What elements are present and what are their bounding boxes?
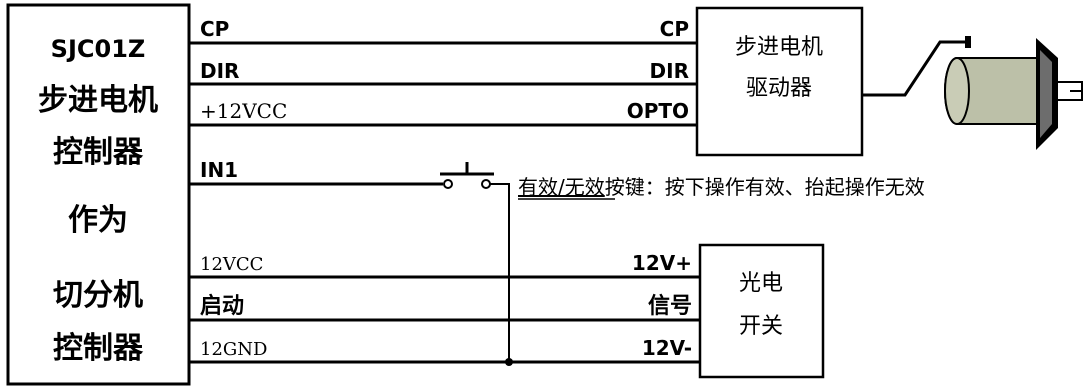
- controller-line3: 作为: [68, 203, 128, 238]
- controller-line4: 切分机: [53, 278, 143, 313]
- push-button-switch: [440, 162, 494, 189]
- controller-line5: 控制器: [53, 331, 144, 366]
- stepper-motor-icon: [944, 36, 1083, 150]
- sensor-box: [698, 243, 825, 379]
- label-in1: IN1: [200, 158, 238, 182]
- label-12vplus: 12V+: [632, 251, 692, 275]
- controller-model: SJC01Z: [51, 35, 146, 63]
- label-12vcc-left: +12VCC: [200, 99, 287, 123]
- button-note-rest: 按键：按下操作有效、抬起操作无效: [605, 175, 925, 199]
- label-dir-driver: DIR: [650, 59, 689, 83]
- label-12vcc-sensor: 12VCC: [200, 254, 263, 275]
- label-cp-left: CP: [200, 17, 229, 41]
- sensor-line2: 开关: [739, 314, 783, 339]
- sensor-line1: 光电: [739, 271, 783, 296]
- wire-in1-return: [490, 183, 510, 362]
- controller-line1: 步进电机: [38, 83, 158, 118]
- label-dir-left: DIR: [200, 59, 239, 83]
- label-12vminus: 12V-: [642, 336, 692, 360]
- label-signal: 信号: [648, 293, 692, 319]
- button-note: 有效/无效按键：按下操作有效、抬起操作无效: [518, 175, 925, 199]
- controller-box: [6, 3, 191, 386]
- button-note-underlined: 有效/无效: [518, 175, 605, 199]
- label-cp-driver: CP: [660, 17, 689, 41]
- driver-line1: 步进电机: [735, 35, 823, 60]
- label-opto-driver: OPTO: [627, 99, 689, 123]
- label-start: 启动: [200, 293, 244, 319]
- motor-cable: [862, 40, 968, 97]
- driver-line2: 驱动器: [746, 76, 812, 101]
- label-12gnd: 12GND: [200, 339, 267, 360]
- controller-line2: 控制器: [53, 135, 144, 170]
- driver-box: [695, 6, 864, 157]
